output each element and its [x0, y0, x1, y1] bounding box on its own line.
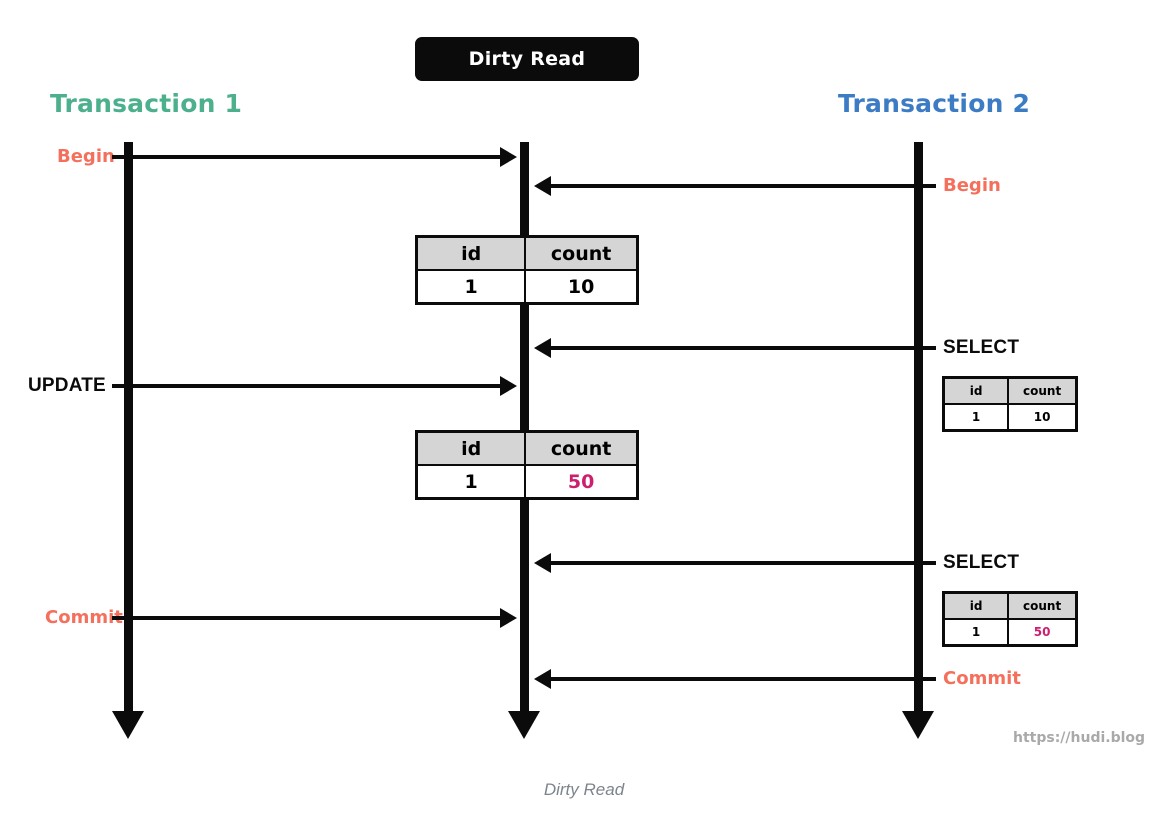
table-header-cell: count	[1007, 591, 1078, 620]
table-header-cell: count	[524, 235, 639, 271]
message-line-t1-update	[126, 384, 500, 388]
lifeline-transaction-2	[914, 142, 923, 716]
message-line-t2-select-1	[551, 346, 923, 350]
message-label-t2-begin: Begin	[943, 175, 1001, 196]
table-db-initial: id count 1 10	[415, 235, 639, 305]
diagram-title-chip: Dirty Read	[415, 37, 639, 81]
table-row: 1 10	[415, 269, 639, 305]
table-header-cell: count	[524, 430, 639, 466]
table-header-cell: id	[942, 591, 1010, 620]
table-header-cell: count	[1007, 376, 1078, 405]
message-label-t1-update: UPDATE	[28, 375, 106, 396]
table-cell-dirty-value: 50	[1007, 618, 1078, 647]
message-label-t2-select-2: SELECT	[943, 552, 1020, 573]
message-label-t1-begin: Begin	[57, 146, 115, 167]
lifeline-database	[520, 142, 529, 716]
message-arrowhead-t2-select-1	[534, 338, 551, 358]
message-stub-t2-select-1	[918, 346, 936, 350]
table-cell: 10	[524, 269, 639, 305]
message-arrowhead-t1-update	[500, 376, 517, 396]
message-stub-t2-commit	[918, 677, 936, 681]
message-stub-t1-begin	[112, 155, 126, 159]
lane-title-transaction-1: Transaction 1	[50, 89, 243, 118]
message-label-t2-select-1: SELECT	[943, 337, 1020, 358]
table-cell: 1	[415, 269, 527, 305]
message-stub-t1-update	[112, 384, 126, 388]
lifeline-arrowhead-transaction-2	[902, 711, 934, 739]
table-cell: 1	[942, 618, 1010, 647]
watermark: https://hudi.blog	[1013, 730, 1146, 746]
table-header-cell: id	[415, 430, 527, 466]
message-label-t2-commit: Commit	[943, 668, 1021, 689]
table-header-cell: id	[942, 376, 1010, 405]
message-arrowhead-t1-begin	[500, 147, 517, 167]
table-row: 1 50	[415, 464, 639, 500]
message-stub-t2-begin	[918, 184, 936, 188]
message-label-t1-commit: Commit	[45, 607, 123, 628]
table-header-cell: id	[415, 235, 527, 271]
table-t2-read-1: id count 1 10	[942, 376, 1078, 432]
table-row: 1 50	[942, 618, 1078, 647]
table-row: id count	[415, 430, 639, 466]
message-line-t1-commit	[126, 616, 500, 620]
lane-title-transaction-2: Transaction 2	[838, 89, 1031, 118]
lifeline-arrowhead-transaction-1	[112, 711, 144, 739]
table-row: id count	[942, 376, 1078, 405]
message-line-t2-select-2	[551, 561, 923, 565]
message-line-t2-begin	[551, 184, 923, 188]
table-row: id count	[942, 591, 1078, 620]
lifeline-transaction-1	[124, 142, 133, 716]
table-cell: 1	[415, 464, 527, 500]
message-arrowhead-t2-select-2	[534, 553, 551, 573]
table-cell: 10	[1007, 403, 1078, 432]
figure-caption: Dirty Read	[543, 780, 625, 799]
message-arrowhead-t2-commit	[534, 669, 551, 689]
message-line-t2-commit	[551, 677, 923, 681]
message-arrowhead-t1-commit	[500, 608, 517, 628]
message-stub-t1-commit	[112, 616, 126, 620]
table-row: 1 10	[942, 403, 1078, 432]
table-row: id count	[415, 235, 639, 271]
message-arrowhead-t2-begin	[534, 176, 551, 196]
message-stub-t2-select-2	[918, 561, 936, 565]
table-t2-read-2: id count 1 50	[942, 591, 1078, 647]
table-cell: 1	[942, 403, 1010, 432]
table-cell-dirty-value: 50	[524, 464, 639, 500]
lifeline-arrowhead-database	[508, 711, 540, 739]
message-line-t1-begin	[126, 155, 500, 159]
table-db-updated: id count 1 50	[415, 430, 639, 500]
